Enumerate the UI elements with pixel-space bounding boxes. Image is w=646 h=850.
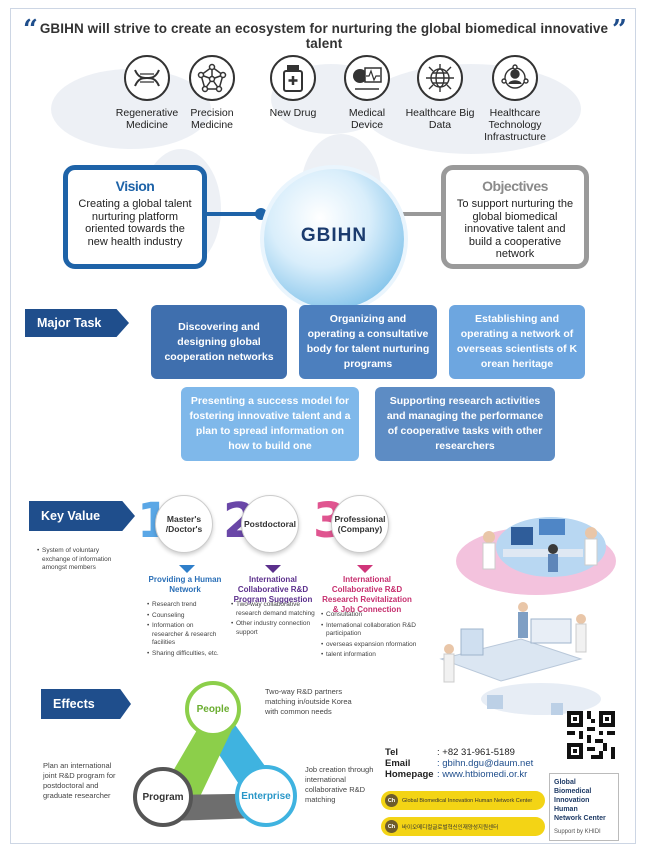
major-task-label: Major Task — [25, 309, 129, 337]
field-label: New Drug — [269, 107, 317, 119]
data-globe-icon — [417, 55, 463, 101]
open-quote-icon: “ — [23, 15, 38, 45]
medical-monitor-icon — [344, 55, 390, 101]
list-item: Other industry connection support — [231, 620, 315, 637]
task-5: Supporting research activities and manag… — [375, 387, 555, 461]
support-text: Support by KHIDI — [554, 829, 601, 835]
pill-text: Global Biomedical Innovation Human Netwo… — [402, 797, 533, 804]
field-icons: Regenerative Medicine Precision Medicine… — [111, 55, 551, 165]
vision-box: Vision Creating a global talent nurturin… — [63, 165, 207, 269]
tel-value: : +82 31-961-5189 — [437, 747, 515, 758]
lab-illustration-top — [456, 517, 616, 595]
stage-2-arrow-icon — [265, 565, 281, 573]
list-item: overseas expansion nformation — [321, 641, 417, 650]
objectives-title: Objectives — [482, 178, 548, 194]
stage-2-list: Two-way collaborative research demand ma… — [231, 601, 315, 639]
email-value[interactable]: : gbihn.dgu@daum.net — [437, 758, 534, 769]
stage-2-heading: International Collaborative R&D Program … — [233, 575, 313, 604]
program-note: Plan an international joint R&D program … — [43, 761, 116, 800]
logo-line: Global — [554, 779, 576, 786]
lab-illustration-bottom — [439, 602, 601, 715]
list-item: International collaboration R&D particip… — [321, 622, 417, 639]
task-3: Establishing and operating a network of … — [449, 305, 585, 379]
center-name-pill-english: Ch Global Biomedical Innovation Human Ne… — [381, 791, 545, 810]
stage-3-arrow-icon — [357, 565, 373, 573]
people-note: Two-way R&D partners matching in/outside… — [265, 687, 352, 716]
stage-3-list: Consultation International collaboration… — [321, 611, 417, 662]
key-value-label: Key Value — [29, 501, 135, 531]
stage-1-card: 1 Master's /Doctor's — [137, 491, 227, 561]
contact-info: Tel : +82 31-961-5189 Email : gbihn.dgu@da… — [385, 747, 533, 780]
pill-text: 바이오메디컬글로벌혁신인재양성지원센터 — [402, 824, 499, 831]
gbihn-globe: GBIHN — [264, 169, 404, 309]
stage-1-arrow-icon — [179, 565, 195, 573]
logo-line: Biomedical — [554, 788, 592, 795]
people-node: People — [185, 681, 241, 737]
field-medical-device: Medical Device — [337, 55, 397, 131]
homepage-link[interactable]: : www.htbiomedi.or.kr — [437, 769, 528, 780]
field-healthcare-big-data: Healthcare Big Data — [405, 55, 475, 131]
network-molecule-icon — [189, 55, 235, 101]
list-item: talent information — [321, 651, 417, 660]
list-item: Sharing difficulties, etc. — [147, 650, 223, 659]
ch-logo-icon: Ch — [385, 794, 398, 807]
list-item: Consultation — [321, 611, 417, 620]
task-2: Organizing and operating a consultative … — [299, 305, 437, 379]
field-label: Healthcare Big Data — [405, 107, 475, 131]
stage-name: Postdoctoral — [241, 495, 299, 553]
field-label: Regenerative Medicine — [115, 107, 179, 131]
logo-line: Innovation — [554, 797, 590, 804]
list-item: Information on researcher & research fac… — [147, 622, 223, 648]
field-label: Healthcare Technology Infrastructure — [484, 107, 546, 143]
field-label: Precision Medicine — [190, 107, 234, 131]
objectives-box: Objectives To support nurturing the glob… — [441, 165, 589, 269]
key-value-side-note: System of voluntary exchange of informat… — [37, 547, 129, 575]
vision-title: Vision — [115, 178, 155, 194]
vision-text: Creating a global talent nurturing platf… — [78, 198, 192, 248]
homepage-label: Homepage — [385, 769, 434, 780]
task-4: Presenting a success model for fostering… — [181, 387, 359, 461]
field-precision-medicine: Precision Medicine — [181, 55, 243, 131]
tech-network-icon — [492, 55, 538, 101]
page-headline: GBIHN will strive to create an ecosystem… — [39, 21, 609, 51]
task-1: Discovering and designing global coopera… — [151, 305, 287, 379]
list-item: Research trend — [147, 601, 223, 610]
program-node: Program — [133, 767, 193, 827]
enterprise-node: Enterprise — [235, 765, 297, 827]
poster: “ GBIHN will strive to create an ecosyst… — [10, 8, 636, 844]
stage-3-heading: International Collaborative R&D Research… — [322, 575, 412, 614]
stage-1-heading: Providing a Human Network — [148, 575, 222, 594]
stage-name: Master's /Doctor's — [155, 495, 213, 553]
field-regenerative-medicine: Regenerative Medicine — [111, 55, 183, 131]
logo-line: Human — [554, 806, 578, 813]
effects-label: Effects — [41, 689, 131, 719]
gbihn-logo: Global Biomedical Innovation Human Netwo… — [549, 773, 619, 841]
center-name-pill-korean: Ch 바이오메디컬글로벌혁신인재양성지원센터 — [381, 817, 545, 836]
close-quote-icon: ” — [612, 15, 627, 45]
tel-label: Tel — [385, 747, 399, 758]
stage-2-card: 2 Postdoctoral — [223, 491, 313, 561]
stage-1-list: Research trend Counseling Information on… — [147, 601, 223, 660]
qr-code-icon[interactable] — [567, 711, 615, 759]
ch-logo-icon: Ch — [385, 820, 398, 833]
enterprise-note: Job creation through international colla… — [305, 765, 374, 804]
dna-icon — [124, 55, 170, 101]
field-healthcare-technology-infrastructure: Healthcare Technology Infrastructure — [473, 55, 557, 143]
pill-bottle-icon — [270, 55, 316, 101]
list-item: Counseling — [147, 612, 223, 621]
side-note-text: System of voluntary exchange of informat… — [37, 547, 129, 573]
objectives-text: To support nurturing the global biomedic… — [456, 198, 574, 260]
email-label: Email — [385, 758, 411, 769]
stage-name: Professional (Company) — [331, 495, 389, 553]
field-label: Medical Device — [348, 107, 386, 131]
logo-line: Network Center — [554, 815, 606, 822]
stage-3-card: 3 Professional (Company) — [313, 491, 403, 561]
field-new-drug: New Drug — [263, 55, 323, 119]
center-label: GBIHN — [300, 225, 368, 246]
list-item: Two-way collaborative research demand ma… — [231, 601, 315, 618]
